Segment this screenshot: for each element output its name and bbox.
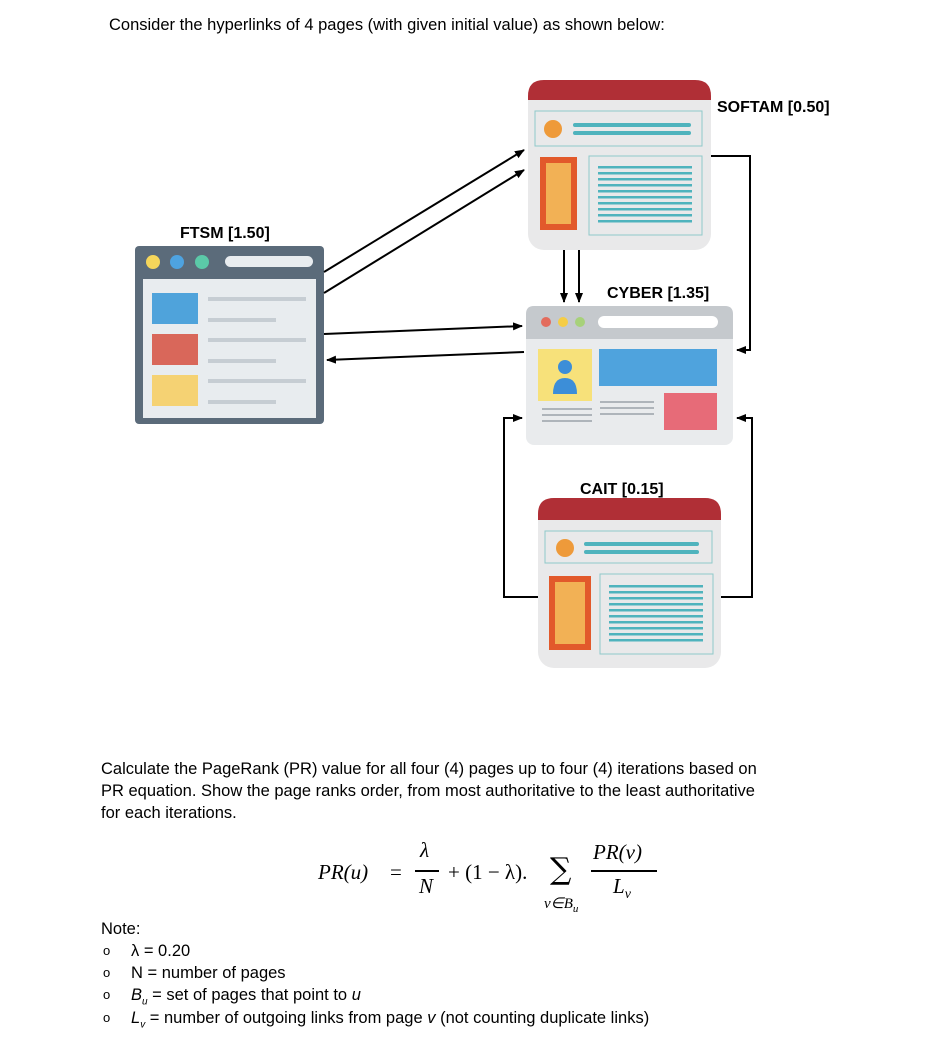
ftsm-page-icon <box>135 246 324 424</box>
softam-label: SOFTAM [0.50] <box>717 99 830 116</box>
link-ftsm-softam-2 <box>323 169 525 294</box>
eq-fraction-bar-2 <box>591 870 657 872</box>
eq-fraction-bar-1 <box>415 870 439 872</box>
eq-lhs: PR(u) <box>318 860 369 884</box>
link-cait-cyber-2 <box>721 414 753 598</box>
eq-denominator: Lv <box>613 874 631 903</box>
eq-lambda: λ <box>420 838 430 862</box>
cyber-page-icon <box>526 306 733 445</box>
note-bullet-2: o <box>103 965 111 980</box>
softam-page-icon <box>528 80 711 250</box>
eq-sum-subscript: v∈Bu <box>544 896 579 915</box>
note-bullet-1: o <box>103 943 111 958</box>
ftsm-label: FTSM [1.50] <box>180 225 270 242</box>
note-item-N: N = number of pages <box>131 964 286 982</box>
cait-label: CAIT [0.15] <box>580 481 664 498</box>
cyber-label: CYBER [1.35] <box>607 285 710 302</box>
intro-text: Consider the hyperlinks of 4 pages (with… <box>109 16 665 34</box>
task-line-3: for each iterations. <box>101 804 237 822</box>
eq-plus-term: + (1 − λ). <box>448 860 528 884</box>
note-title: Note: <box>101 920 141 938</box>
link-ftsm-cyber <box>323 322 523 335</box>
task-line-1: Calculate the PageRank (PR) value for al… <box>101 760 757 778</box>
eq-sigma: ∑ <box>550 852 572 887</box>
link-cait-cyber-1 <box>503 414 538 598</box>
note-item-Lv: Lv = number of outgoing links from page … <box>131 1009 650 1031</box>
note-bullet-3: o <box>103 987 111 1002</box>
eq-equals: = <box>390 860 402 884</box>
note-bullet-4: o <box>103 1010 111 1025</box>
hyperlink-diagram <box>135 80 753 668</box>
link-ftsm-softam-1 <box>323 149 525 273</box>
note-item-lambda: λ = 0.20 <box>131 942 191 960</box>
cait-page-icon <box>538 498 721 668</box>
link-softam-cyber-3 <box>711 155 751 354</box>
note-item-Bu: Bu = set of pages that point to u <box>131 986 361 1008</box>
eq-numerator: PR(v) <box>593 840 642 864</box>
link-cyber-ftsm <box>326 351 525 364</box>
eq-N: N <box>419 874 434 898</box>
task-line-2: PR equation. Show the page ranks order, … <box>101 782 755 800</box>
